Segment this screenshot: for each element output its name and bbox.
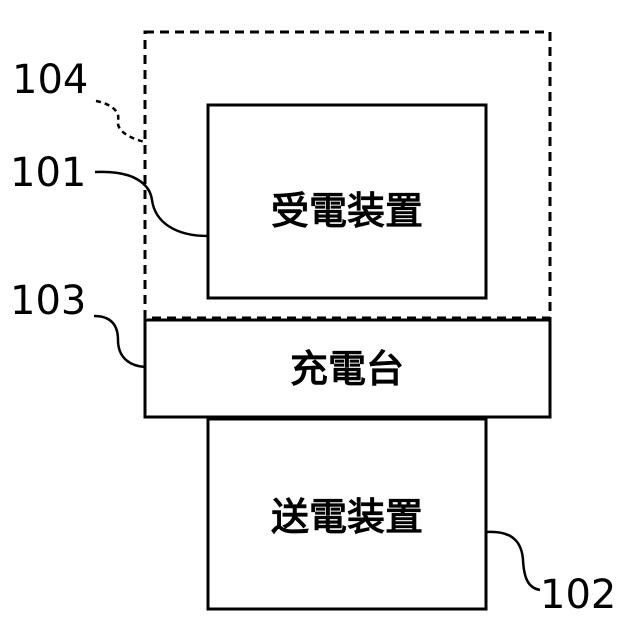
charging-stand-label: 充電台: [290, 347, 404, 391]
leader-line-103: [94, 316, 145, 367]
ref-label-103: 103: [10, 278, 86, 324]
ref-label-104: 104: [12, 57, 88, 103]
ref-label-102: 102: [540, 572, 616, 618]
ref-label-101: 101: [10, 150, 86, 196]
transmitting-device-label: 送電装置: [271, 495, 423, 539]
receiving-device-label: 受電装置: [271, 189, 423, 233]
leader-line-104: [96, 101, 145, 142]
leader-line-101: [95, 172, 208, 236]
leader-line-102: [486, 532, 540, 590]
